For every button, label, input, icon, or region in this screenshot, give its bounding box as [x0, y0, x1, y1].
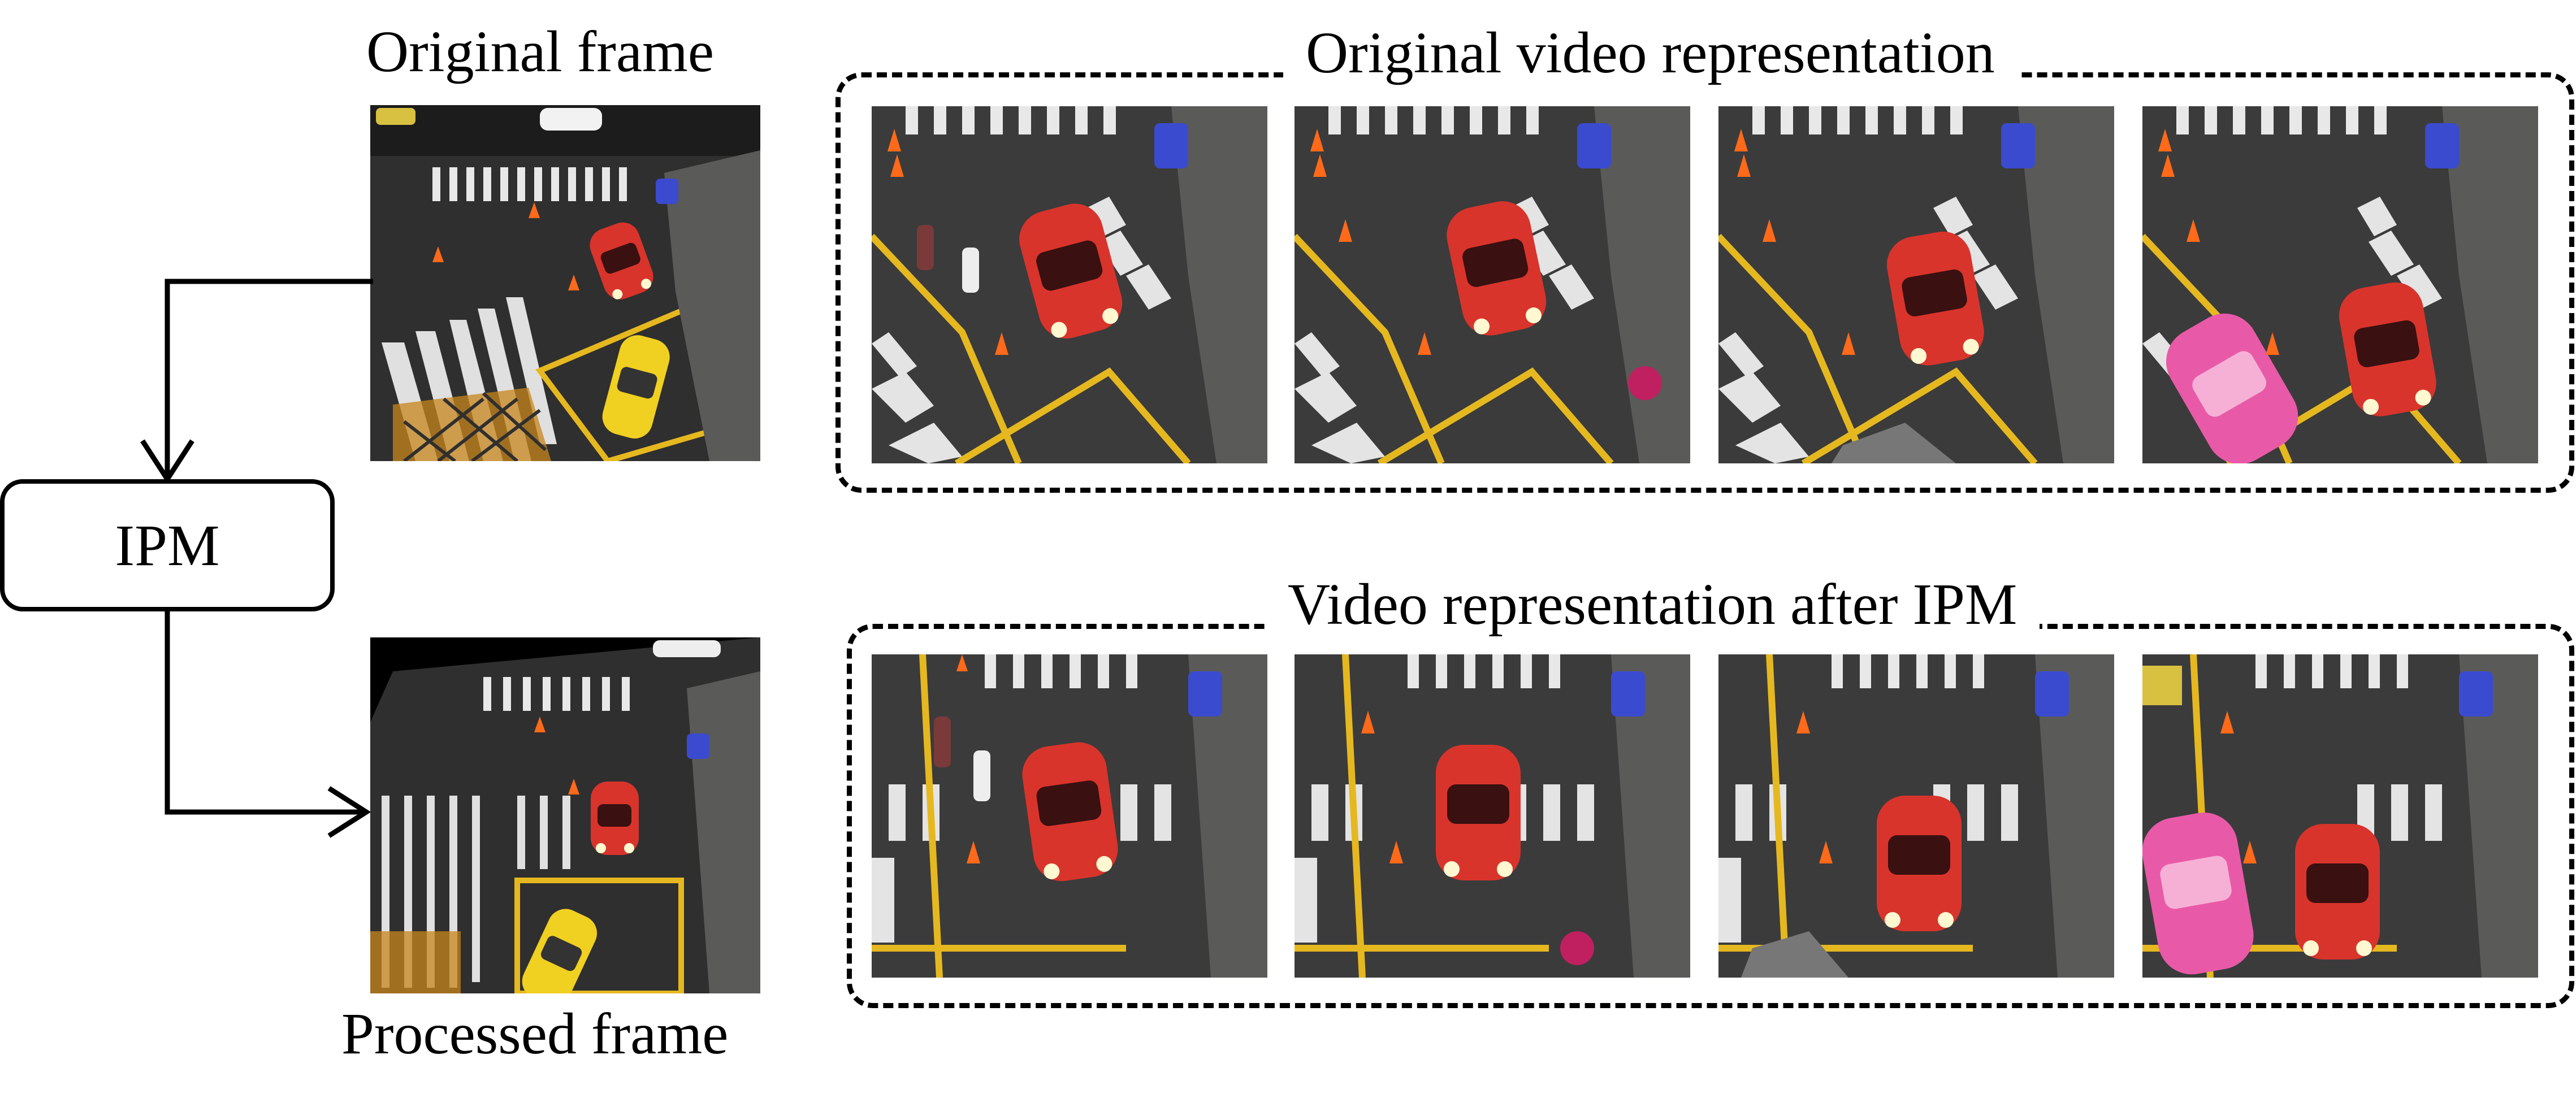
ipm-video-frame-2 — [1295, 654, 1690, 978]
original-video-frame-3 — [1718, 106, 2114, 463]
original-video-frame-2 — [1295, 106, 1690, 463]
original-video-title: Original video representation — [1283, 24, 2017, 83]
original-frame-label: Original frame — [366, 19, 715, 84]
arrow-head-right — [327, 786, 371, 838]
arrow-ipm-to-processed — [164, 611, 365, 815]
original-video-frame-1 — [872, 106, 1267, 463]
ipm-label: IPM — [115, 513, 220, 578]
original-frame-image — [370, 105, 760, 461]
original-video-frame-4 — [2142, 106, 2538, 463]
processed-frame-label: Processed frame — [341, 1001, 729, 1066]
ipm-video-title: Video representation after IPM — [1265, 575, 2040, 634]
ipm-video-frame-1 — [872, 654, 1267, 978]
arrow-frame-to-ipm — [164, 279, 373, 477]
processed-frame-image — [370, 637, 760, 993]
ipm-video-frame-4 — [2142, 654, 2538, 978]
ipm-process-box: IPM — [0, 479, 335, 611]
ipm-video-frame-3 — [1718, 654, 2114, 978]
